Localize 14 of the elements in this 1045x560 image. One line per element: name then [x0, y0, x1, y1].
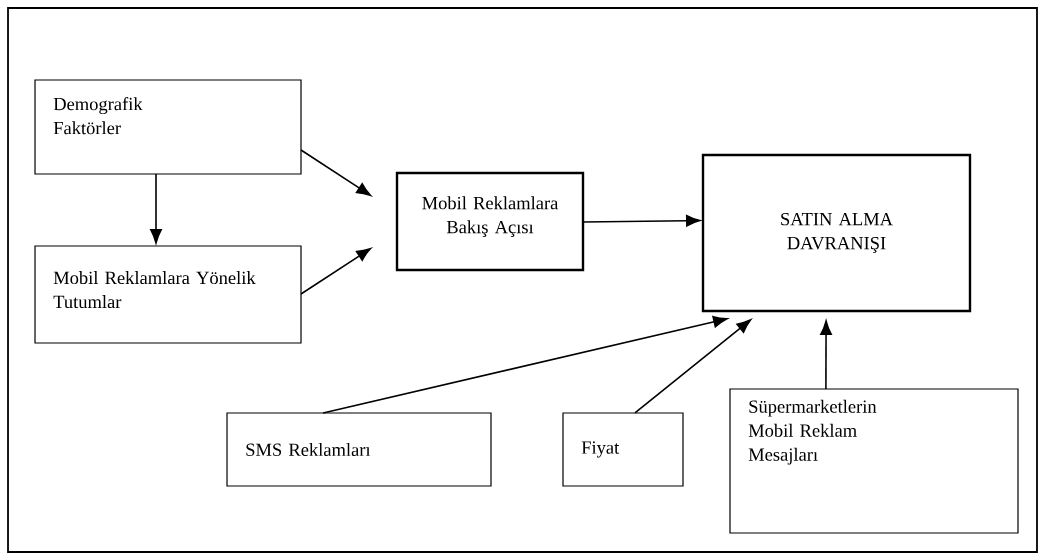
arrow	[300, 247, 372, 295]
box: Mobil Reklamlara Yönelik Tutumlar	[34, 245, 302, 344]
arrow	[820, 320, 832, 390]
arrow	[634, 319, 752, 414]
box: Fiyat	[562, 412, 684, 487]
box: SMS Reklamları	[226, 412, 492, 487]
box: SATIN ALMA DAVRANIŞI	[701, 153, 972, 313]
box: Demografik Faktörler	[34, 79, 302, 175]
box: Süpermarketlerin Mobil Reklam Mesajları	[729, 388, 1019, 534]
box: Mobil Reklamlara Bakış Açısı	[395, 171, 585, 272]
arrow	[300, 149, 372, 197]
arrow	[322, 315, 728, 414]
arrow	[150, 173, 162, 244]
arrow	[582, 214, 701, 227]
